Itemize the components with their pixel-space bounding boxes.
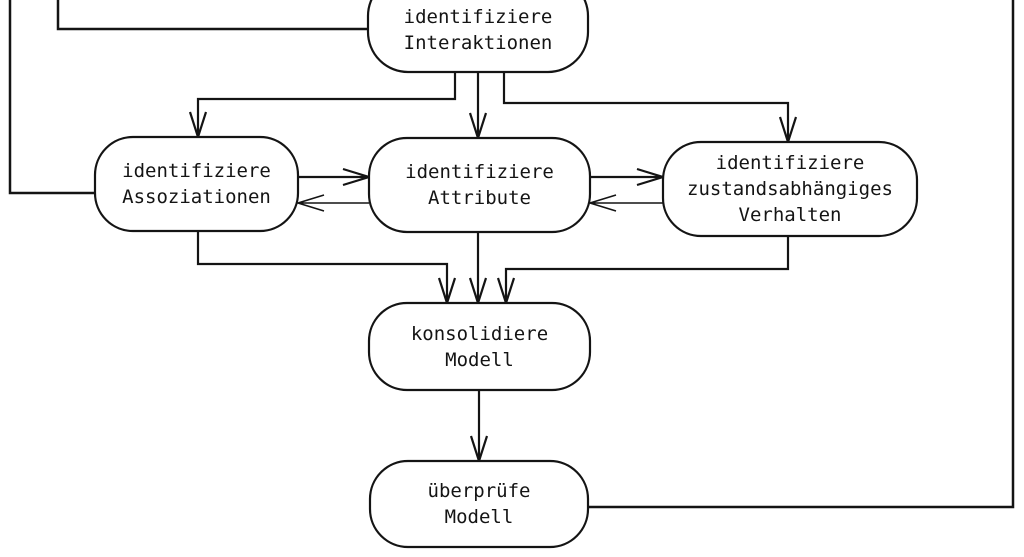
edge-feedback-left-to-interaktionen — [56, 0, 368, 31]
node-shape-konsolidiere — [367, 301, 592, 392]
node-shape-attribute — [367, 136, 592, 234]
edge-attribute-to-konsolidiere — [468, 232, 488, 307]
edge-feedback-left-to-assoziationen — [8, 0, 95, 195]
edge-konsolidiere-to-ueberpruefe — [469, 390, 489, 465]
node-shape-interaktionen — [366, 0, 590, 74]
edge-ueberpruefe-to-offscreen-top-right — [588, 0, 1015, 509]
node-shape-verhalten — [661, 140, 919, 238]
edge-verhalten-to-konsolidiere — [496, 236, 790, 307]
node-shape-assoziationen — [93, 135, 300, 233]
edge-attribute-to-assoziationen — [295, 194, 369, 212]
edge-verhalten-to-attribute — [587, 194, 663, 212]
edge-interaktionen-to-attribute — [468, 72, 488, 142]
node-shape-ueberpruefe — [368, 459, 590, 549]
edge-interaktionen-to-assoziationen — [188, 72, 457, 141]
edge-assoziationen-to-konsolidiere — [196, 231, 457, 307]
edge-attribute-to-verhalten — [590, 167, 667, 187]
edge-assoziationen-to-attribute — [298, 167, 373, 187]
edge-interaktionen-to-verhalten — [502, 72, 798, 146]
